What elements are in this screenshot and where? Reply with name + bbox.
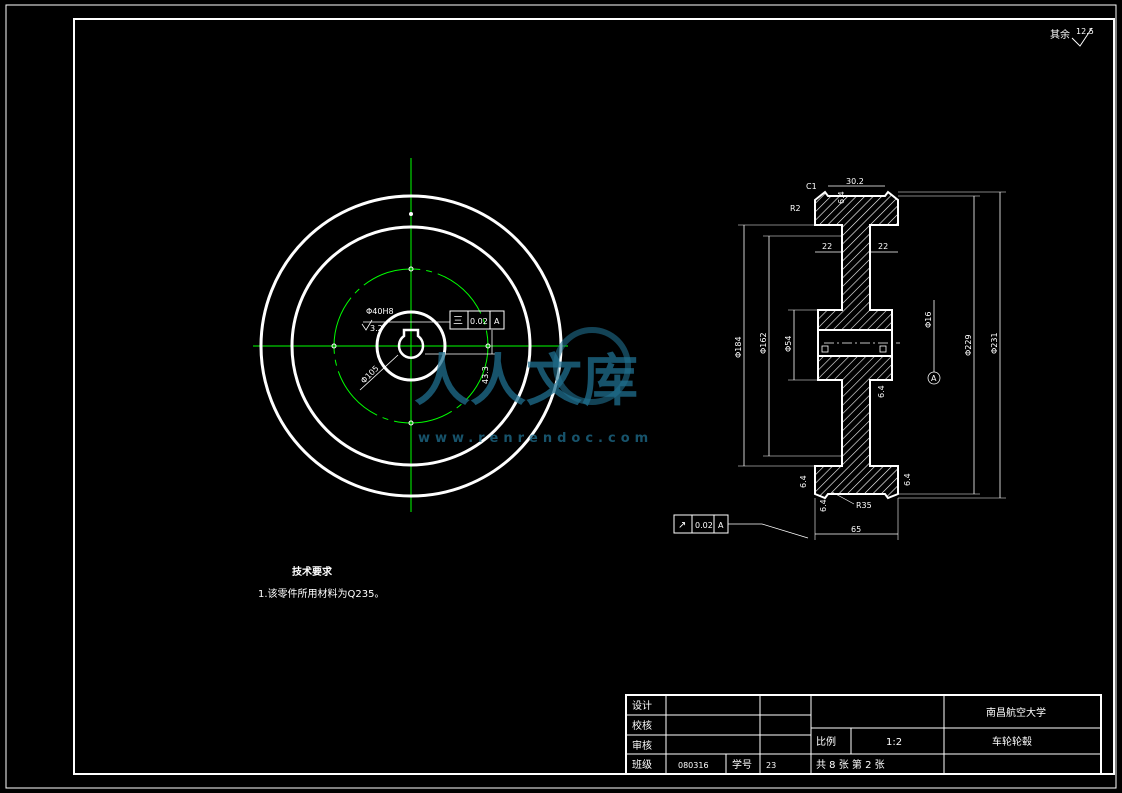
tech-req-line1: 1.该零件所用材料为Q235。 [258, 587, 385, 600]
pcd-leader [359, 354, 399, 391]
runout-value: 0.02 [695, 521, 713, 530]
runout-leader [728, 523, 809, 539]
rough-c: 6.4 [799, 475, 808, 488]
rough-e: 6.4 [903, 473, 912, 486]
roughness-note: 其余 [1050, 28, 1070, 41]
tech-req-title: 技术要求 [292, 565, 333, 578]
rough-a: 6.4 [837, 191, 846, 204]
keyway-mark [821, 345, 829, 353]
pcd-dim: Φ105 [359, 364, 381, 386]
roughness-value: 12.5 [1076, 27, 1094, 36]
student-no-label: 学号 [732, 758, 752, 771]
watermark-url: www.renrendoc.com [418, 431, 653, 446]
watermark: 人人文库 www.renrendoc.com [414, 327, 653, 446]
design-label: 设计 [632, 699, 652, 712]
hub-circle [375, 310, 447, 382]
fillet-bottom-dim: R35 [856, 501, 872, 510]
roughness-symbol-icon [361, 319, 373, 331]
chamfer-dim: C1 [806, 182, 817, 191]
front-view: Φ40H8 3.2 43.3 Φ105 三 0.02 A [253, 158, 568, 512]
tolerance-value: 0.02 [470, 317, 488, 326]
watermark-text: 人人文库 [414, 349, 638, 414]
dia-231-dim: Φ231 [990, 332, 999, 354]
dia-229-dim: Φ229 [964, 334, 973, 356]
top-width-dim: 30.2 [846, 177, 864, 186]
datum-letter: A [931, 374, 937, 383]
runout-datum: A [718, 521, 724, 530]
roughness-symbol-icon [1071, 27, 1093, 47]
school-name: 南昌航空大学 [986, 706, 1046, 719]
check-label: 校核 [632, 719, 652, 732]
rough-d: 6.4 [819, 499, 828, 512]
inner-border [73, 18, 1115, 775]
pitch-hole [408, 266, 414, 272]
watermark-logo-icon [553, 327, 631, 405]
width-dim: 65 [851, 525, 861, 534]
review-label: 审核 [632, 739, 652, 752]
rough-b: 6.4 [877, 385, 886, 398]
pitch-circle [333, 268, 489, 424]
tolerance-symbol: 三 [453, 316, 463, 327]
scale-value: 1:2 [886, 737, 902, 748]
pitch-hole [485, 343, 491, 349]
dia-54-dim: Φ54 [784, 336, 793, 352]
dia-184-dim: Φ184 [734, 336, 743, 358]
class-value: 080316 [678, 761, 709, 770]
upper-section [814, 190, 899, 331]
bore-roughness: 3.2 [370, 324, 383, 333]
dia-162-dim: Φ162 [759, 332, 768, 354]
groove-left-dim: 22 [822, 242, 832, 251]
bore-dia-dim: Φ40H8 [366, 307, 394, 316]
fillet-top-dim: R2 [790, 204, 801, 213]
datum-symbol-icon [927, 371, 941, 385]
lower-section [814, 355, 899, 500]
sheets-label: 共 8 张 第 2 张 [816, 758, 885, 771]
inner-rim-circle [290, 225, 532, 467]
rim-mark [409, 212, 413, 216]
runout-symbol: ↗ [678, 520, 686, 531]
tolerance-datum: A [494, 317, 500, 326]
outer-border [5, 4, 1117, 789]
side-view: 30.2 C1 R2 22 22 Φ184 Φ162 Φ54 Φ229 Φ231… [673, 177, 1006, 540]
title-block: 设计 校核 审核 班级 080316 学号 23 比例 1:2 共 8 张 第 … [625, 694, 1102, 775]
student-no-value: 23 [766, 761, 776, 770]
keyway-mark [879, 345, 887, 353]
keyway-depth-dim: 43.3 [481, 366, 490, 384]
key-dim: Φ16 [924, 312, 933, 328]
pitch-hole [408, 420, 414, 426]
bore-keyway [397, 328, 425, 359]
scale-label: 比例 [816, 735, 836, 748]
groove-right-dim: 22 [878, 242, 888, 251]
pitch-hole [331, 343, 337, 349]
class-label: 班级 [632, 759, 652, 771]
tolerance-frame [449, 310, 505, 330]
part-name: 车轮轮毂 [992, 735, 1032, 748]
